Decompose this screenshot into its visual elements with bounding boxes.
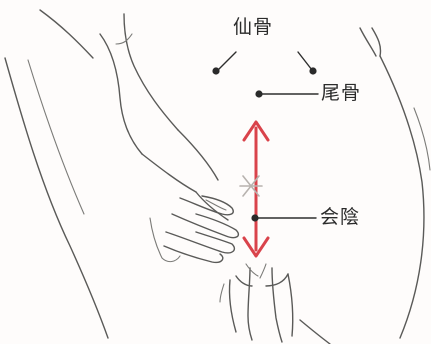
perineum-pointer [251,214,316,221]
left-arm [100,14,218,192]
coccyx-pointer [255,90,318,97]
perineum-dot [251,214,258,221]
sacrum-left-dot [212,67,219,74]
perineum-label: 会陰 [320,208,360,227]
coccyx-label: 尾骨 [321,84,361,103]
sacrum-label: 仙骨 [233,18,273,37]
right-body-outline [300,28,430,344]
left-body-outline [5,10,108,338]
sacrum-pointer [212,52,316,75]
hand [150,192,238,262]
coccyx-dot [255,90,262,97]
legs [220,264,293,342]
star-mark [240,176,262,196]
sacrum-right-dot [309,67,316,74]
